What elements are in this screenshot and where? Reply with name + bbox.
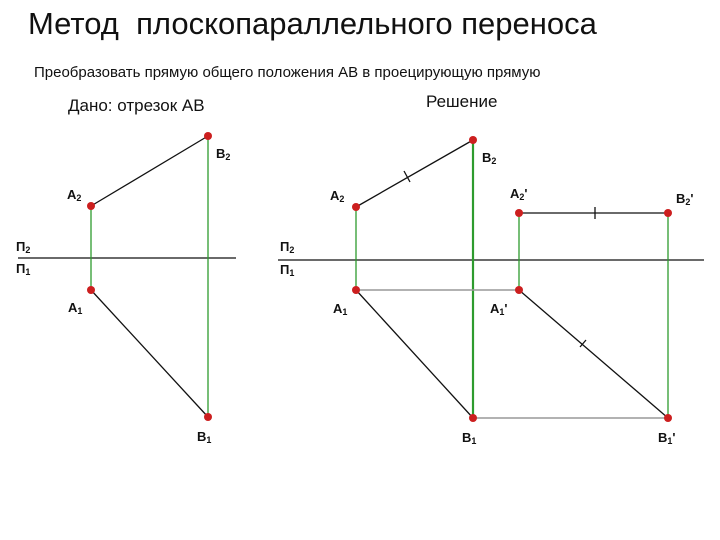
label-a2-solution: A2 — [330, 188, 344, 204]
point-b1-given — [204, 413, 212, 421]
point-b2-given — [204, 132, 212, 140]
label-b1-solution: B1 — [462, 430, 476, 446]
label-a1-prime: A1' — [490, 301, 508, 317]
point-a1-new — [515, 286, 523, 294]
label-b1-given: B1 — [197, 429, 211, 445]
label-p2-solution: П2 — [280, 239, 294, 255]
label-p1-given: П1 — [16, 261, 30, 277]
label-b2-prime: B2' — [676, 191, 694, 207]
segment-a1b1-given — [90, 289, 209, 418]
label-b2-given: B2 — [216, 146, 230, 162]
point-b1-new — [664, 414, 672, 422]
point-b2-new — [664, 209, 672, 217]
segment-a1b1-solution — [355, 289, 474, 419]
point-a2-given — [87, 202, 95, 210]
label-b2-solution: B2 — [482, 150, 496, 166]
label-a1-given: A1 — [68, 300, 82, 316]
point-b1-solution — [469, 414, 477, 422]
given-drawing: П2 П1 A2 B2 A1 B1 — [16, 132, 236, 445]
tick-a2b2 — [403, 170, 411, 183]
label-p2-given: П2 — [16, 239, 30, 255]
label-a1-solution: A1 — [333, 301, 347, 317]
tick-a1b1-new — [579, 339, 587, 348]
solution-drawing: П2 П1 A2 B2 A1 B1 A2' B2' A1' B1' — [278, 136, 704, 446]
point-a2-solution — [352, 203, 360, 211]
point-b2-solution — [469, 136, 477, 144]
segment-a2b2-given — [90, 135, 209, 207]
label-b1-prime: B1' — [658, 430, 676, 446]
task-statement: Преобразовать прямую общего положения АВ… — [34, 64, 541, 81]
point-a1-solution — [352, 286, 360, 294]
page-title: Метод плоскопараллельного переноса — [28, 6, 597, 41]
label-p1-solution: П1 — [280, 262, 294, 278]
segment-a2b2-solution — [355, 139, 474, 208]
label-a2-given: A2 — [67, 187, 81, 203]
segment-a1b1-new — [518, 289, 669, 419]
point-a1-given — [87, 286, 95, 294]
label-a2-prime: A2' — [510, 186, 528, 202]
given-caption: Дано: отрезок АВ — [68, 96, 205, 115]
point-a2-new — [515, 209, 523, 217]
solution-caption: Решение — [426, 92, 498, 111]
